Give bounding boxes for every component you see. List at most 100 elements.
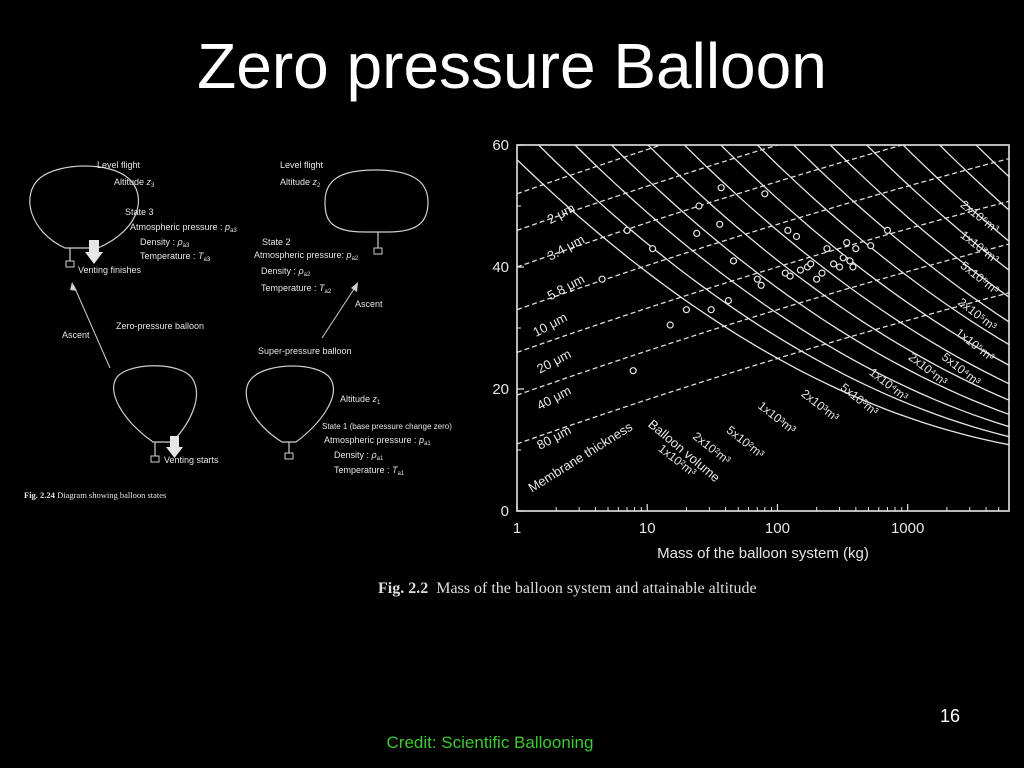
data-point: [849, 263, 857, 271]
membrane-thickness-label: 10 μm: [530, 309, 569, 339]
ascent-left-label: Ascent: [62, 330, 90, 340]
balloon-volume-label: 1x10³m³: [755, 399, 798, 437]
membrane-thickness-label: 20 μm: [534, 346, 573, 376]
data-point: [629, 367, 637, 375]
chart-caption-text: Mass of the balloon system and attainabl…: [436, 580, 757, 597]
super-pressure-balloon-label: Super-pressure balloon: [258, 346, 352, 356]
data-point: [786, 272, 794, 280]
membrane-thickness-label: 5.8 μm: [545, 271, 587, 303]
ascent-arrow-left: [73, 285, 111, 369]
altitude-z2-label: Altitude z2: [280, 177, 321, 189]
balloon-volume-label: 5x10³m³: [838, 380, 881, 418]
data-point: [729, 257, 738, 265]
balloon-state1-zp-envelope: [113, 365, 197, 443]
x-tick-label: 1000: [891, 520, 924, 537]
data-point: [807, 260, 815, 268]
data-point: [682, 306, 690, 314]
balloon-volume-curve: [938, 145, 1009, 211]
state3-pressure: Atmospheric pressure : pa3: [130, 222, 237, 234]
data-point: [649, 245, 657, 253]
membrane-thickness-curve: [517, 292, 1009, 445]
balloon-state1-zp-payload: [150, 455, 160, 463]
membrane-thickness-label: 80 μm: [534, 422, 573, 452]
membrane-thickness-curve: [517, 157, 1009, 311]
data-point: [693, 229, 701, 238]
data-point: [852, 245, 860, 253]
balloon-volume-curve: [865, 145, 1009, 271]
membrane-thickness-label: 2 μm: [545, 200, 578, 227]
data-point: [883, 226, 892, 235]
chart-caption-number: Fig. 2.2: [378, 580, 429, 597]
zero-pressure-balloon-label: Zero-pressure balloon: [116, 321, 204, 331]
membrane-thickness-title: Membrane thickness: [525, 419, 635, 496]
ascent-arrow-right: [321, 285, 357, 339]
venting-starts-label: Venting starts: [164, 455, 219, 465]
state2-title: State 2: [262, 237, 291, 247]
slide-title: Zero pressure Balloon: [197, 30, 827, 102]
y-tick-label: 20: [492, 381, 509, 398]
balloon-state1-sp-payload: [284, 452, 294, 460]
chart-x-axis-label: Mass of the balloon system (kg): [657, 545, 869, 562]
data-point: [695, 202, 703, 210]
balloon-states-svg: Level flight Altitude z3 State 3 Atmosph…: [24, 160, 452, 500]
chart-caption: Fig. 2.2 Mass of the balloon system and a…: [378, 580, 978, 598]
state1-title: State 1 (base pressure change zero): [322, 422, 452, 431]
balloon-volume-curve: [829, 145, 1009, 298]
chart-curves-layer: [517, 145, 1009, 446]
credit-text: Credit: Scientific Ballooning: [386, 733, 594, 752]
balloon-states-diagram: Level flight Altitude z3 State 3 Atmosph…: [0, 140, 470, 520]
data-point: [761, 190, 769, 198]
data-point: [623, 226, 631, 235]
membrane-thickness-curve: [517, 243, 1009, 396]
data-point: [836, 263, 844, 271]
balloon-volume-curve: [683, 145, 1009, 385]
balloon-volume-curve: [574, 145, 1009, 428]
ascent-arrowhead-right: [351, 282, 358, 292]
balloon-state2-payload: [373, 247, 383, 255]
ascent-right-label: Ascent: [355, 299, 383, 309]
data-point: [716, 220, 724, 228]
data-point: [843, 238, 851, 247]
balloon-state3-envelope: [29, 165, 140, 249]
ascent-arrowhead-left: [70, 282, 77, 291]
state3-temperature: Temperature : Ta3: [140, 251, 211, 263]
y-tick-label: 40: [492, 259, 509, 276]
page-number: 16: [939, 706, 961, 726]
balloon-volume-curve: [610, 145, 1009, 416]
chart-points-layer: [598, 184, 892, 375]
balloon-volume-curve: [517, 159, 1009, 446]
data-point: [796, 266, 804, 274]
venting-arrow-bottom: [166, 436, 183, 458]
balloon-volume-curve: [902, 145, 1009, 242]
balloon-volume-curve: [537, 145, 1009, 438]
balloon-volume-curve: [975, 145, 1009, 178]
data-point: [830, 260, 838, 268]
data-point: [813, 275, 821, 283]
state1-density: Density : ρa1: [334, 450, 384, 462]
diagram-caption: Fig. 2.24 Diagram showing balloon states: [24, 490, 166, 500]
data-point: [717, 184, 725, 192]
membrane-thickness-curve: [517, 145, 780, 232]
level-flight-left-label: Level flight: [97, 160, 141, 170]
state3-title: State 3: [125, 207, 154, 217]
data-point: [598, 275, 606, 283]
balloon-volume-curve: [719, 145, 1009, 366]
venting-arrow-top: [85, 240, 103, 264]
data-point: [724, 297, 732, 305]
data-point: [867, 242, 875, 250]
data-point: [823, 245, 831, 253]
data-point: [846, 257, 854, 265]
altitude-z3-label: Altitude z3: [114, 177, 155, 189]
balloon-volume-curve: [756, 145, 1009, 346]
altitude-z1-label: Altitude z1: [340, 394, 381, 406]
data-point: [818, 269, 826, 277]
balloon-volume-curve: [647, 145, 1009, 401]
state1-temperature: Temperature : Ta1: [334, 465, 405, 477]
balloon-state3-payload: [65, 260, 75, 268]
data-point: [784, 226, 792, 235]
balloon-volume-label: 1x10⁴m³: [867, 365, 911, 404]
data-point: [753, 275, 761, 283]
